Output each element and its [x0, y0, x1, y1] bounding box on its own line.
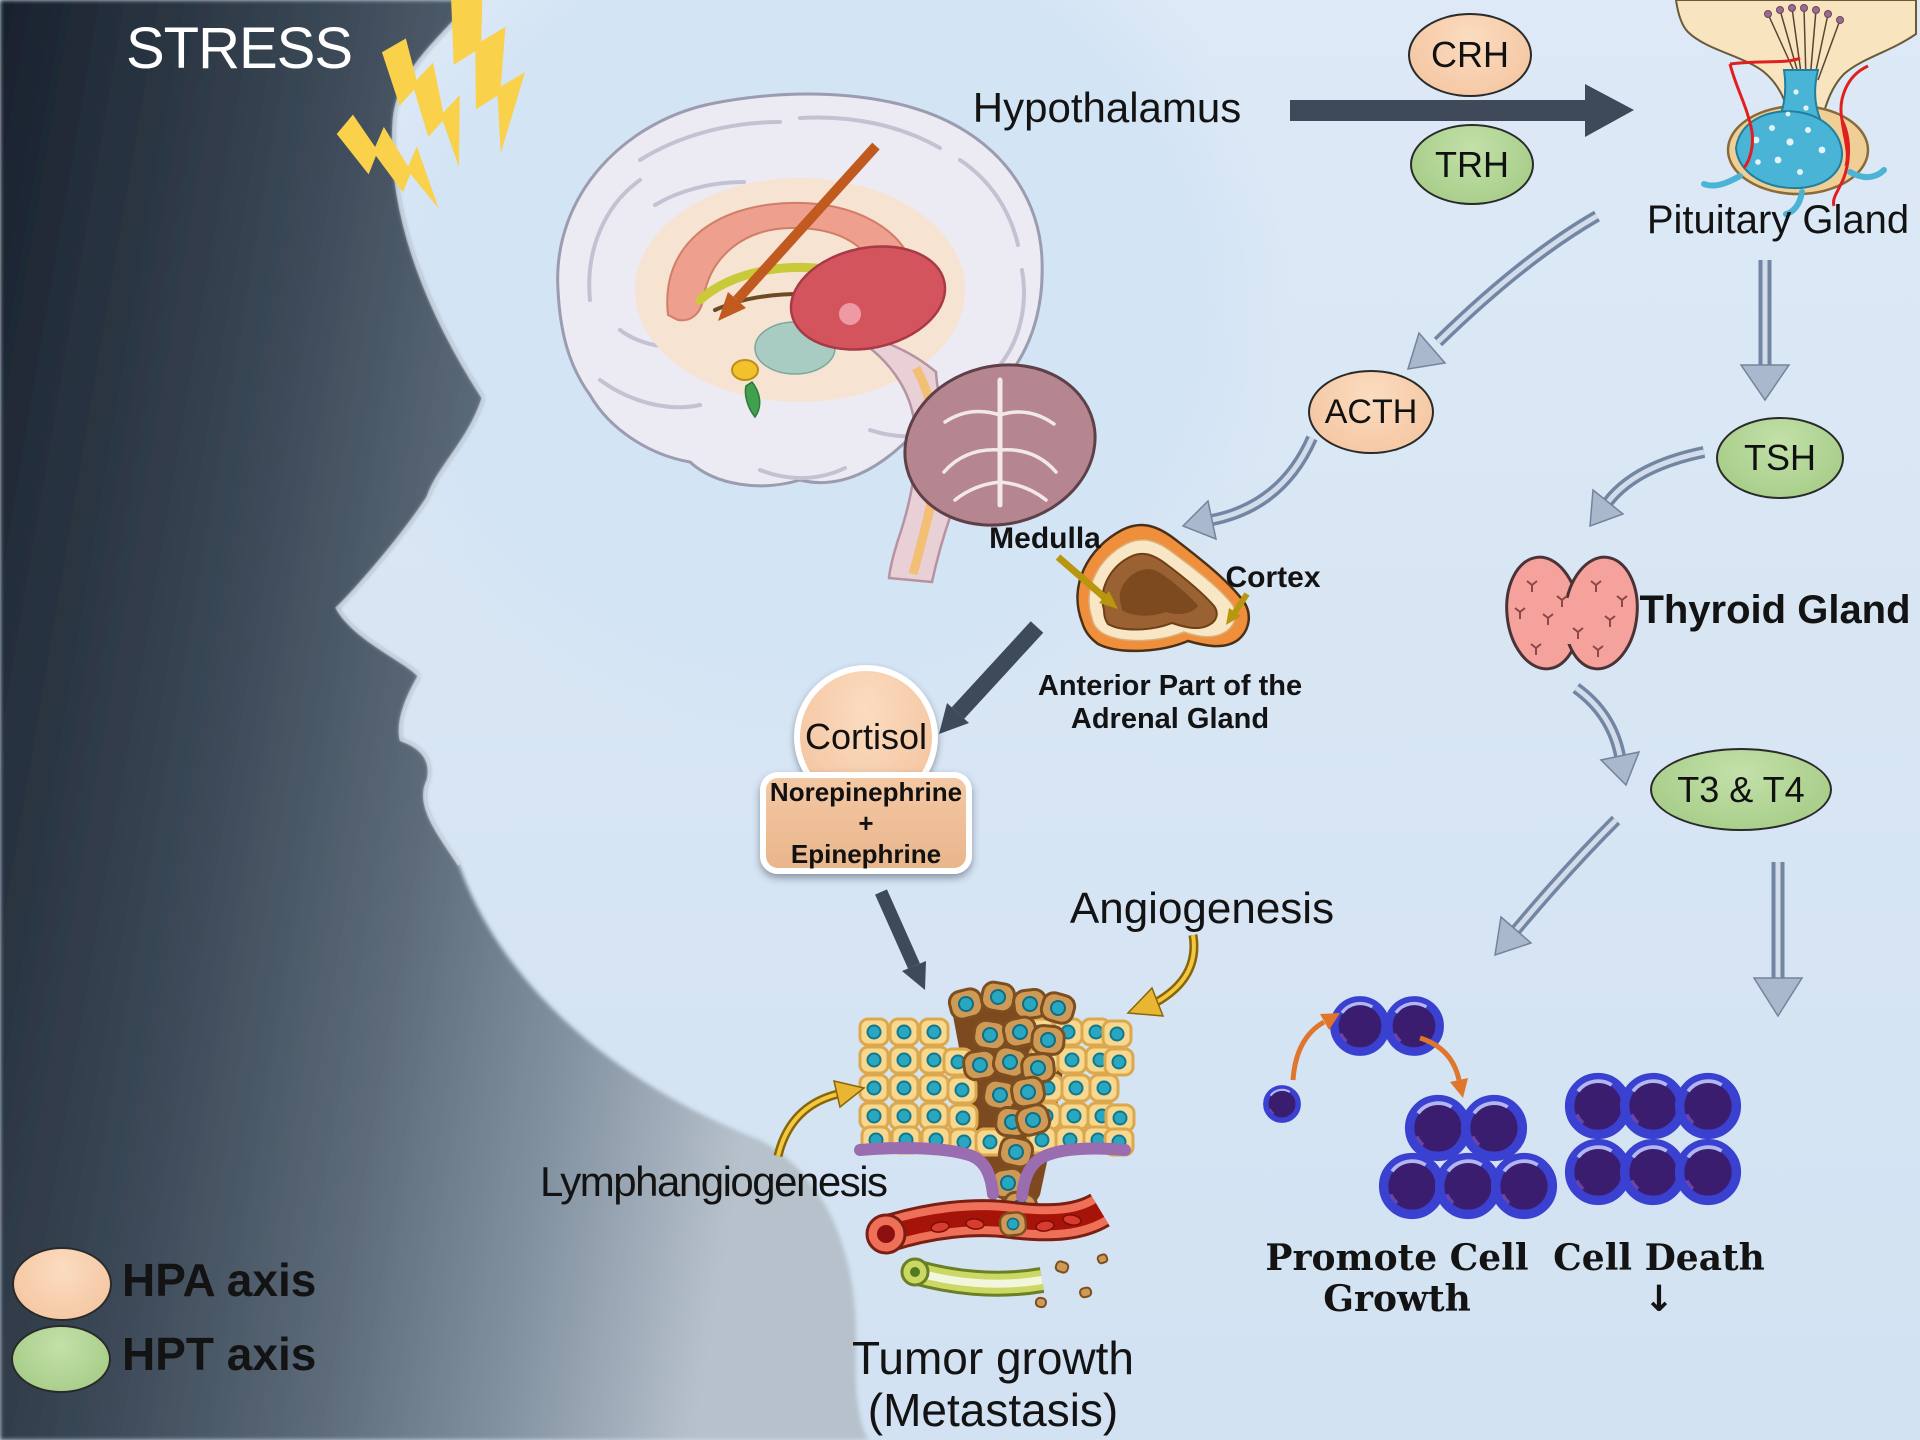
- crh-oval: CRH: [1408, 13, 1532, 97]
- angiogenesis-label: Angiogenesis: [1069, 884, 1335, 933]
- cell-death-text: Cell Death: [1553, 1237, 1765, 1279]
- legend-hpt-swatch: [11, 1325, 111, 1393]
- trh-oval: TRH: [1410, 124, 1534, 205]
- cell-growth-cells: [1266, 1000, 1553, 1214]
- basement-membrane: [854, 1142, 1131, 1202]
- blood-vessel: [865, 1193, 1110, 1255]
- tumor-growth-line2: (Metastasis): [867, 1384, 1119, 1437]
- cortex-pointer-arrow: [1226, 592, 1250, 625]
- legend-hpa-swatch: [12, 1247, 112, 1321]
- angiogenesis-arrow: [1126, 934, 1199, 1017]
- down-arrow-icon: ↓: [1643, 1279, 1675, 1321]
- tumor-growth-line1: Tumor growth: [851, 1332, 1135, 1384]
- hypothalamus-pointer-arrow: [718, 142, 880, 321]
- medulla-label: Medulla: [989, 522, 1101, 555]
- arrow-hypothalamus-to-pituitary: [1290, 84, 1634, 137]
- arrow-adrenal-to-cortisol: [939, 621, 1044, 734]
- norepinephrine-label: Norepinephrine: [769, 776, 963, 807]
- norepinephrine-epinephrine-box: Norepinephrine + Epinephrine: [760, 772, 972, 874]
- epinephrine-label: Epinephrine: [790, 838, 942, 869]
- adrenal-gland-label: Anterior Part of the Adrenal Gland: [1020, 670, 1320, 736]
- cell-death-label: Cell Death ↓: [1534, 1237, 1784, 1321]
- legend-hpa-label: HPA axis: [122, 1254, 317, 1306]
- cortex-label: Cortex: [1225, 561, 1321, 594]
- tumor-tissue-illustration: [854, 978, 1136, 1309]
- plus-sign: +: [858, 807, 874, 838]
- t3-t4-oval: T3 & T4: [1650, 748, 1832, 831]
- tumor-growth-label: Tumor growth (Metastasis): [823, 1332, 1163, 1437]
- tsh-oval: TSH: [1716, 417, 1844, 499]
- lymphangiogenesis-arrow: [773, 1079, 866, 1158]
- adrenal-gland-illustration: [1076, 523, 1251, 653]
- pituitary-gland-label: Pituitary Gland: [1646, 198, 1910, 242]
- adrenal-label-line1: Anterior Part of the: [1037, 670, 1303, 702]
- lymph-vessel: [900, 1253, 1109, 1309]
- adrenal-label-line2: Adrenal Gland: [1070, 703, 1270, 736]
- promote-cell-growth-label: Promote Cell Growth: [1265, 1237, 1529, 1321]
- medulla-pointer-arrow: [1055, 554, 1118, 609]
- stress-title: STRESS: [126, 16, 353, 81]
- pathway-arrows: [1181, 210, 1804, 1018]
- thyroid-gland-illustration: [1505, 555, 1639, 671]
- hypothalamus-label: Hypothalamus: [972, 84, 1242, 131]
- legend-hpt-label: HPT axis: [122, 1328, 317, 1380]
- arrow-hormones-to-tumor: [875, 889, 926, 990]
- acth-oval: ACTH: [1308, 370, 1434, 454]
- thyroid-gland-label: Thyroid Gland: [1639, 588, 1911, 632]
- lymphangiogenesis-label: Lymphangiogenesis: [540, 1158, 888, 1205]
- pituitary-illustration: [1674, 0, 1917, 217]
